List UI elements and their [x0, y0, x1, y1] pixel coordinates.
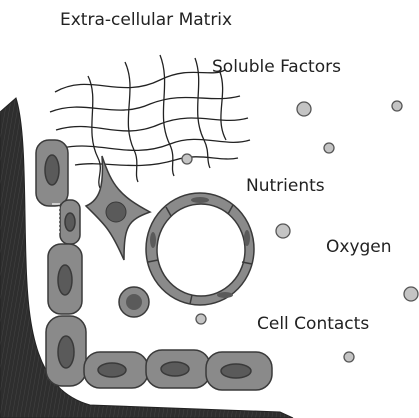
cell-contact-junctions	[52, 204, 60, 232]
cell-nucleus	[106, 202, 126, 222]
label-extracellular-matrix: Extra-cellular Matrix	[60, 12, 232, 29]
cell-nucleus	[126, 294, 142, 310]
particle	[324, 143, 334, 153]
label-soluble-factors: Soluble Factors	[212, 59, 341, 76]
particle	[276, 224, 290, 238]
label-cell-contacts: Cell Contacts	[257, 316, 369, 333]
particle	[196, 314, 206, 324]
cell-nucleus	[98, 363, 126, 377]
cell-nucleus	[58, 336, 74, 368]
particle	[182, 154, 192, 164]
cell-nucleus	[65, 213, 75, 231]
cell-nucleus	[58, 265, 72, 295]
particle	[344, 352, 354, 362]
particle	[392, 101, 402, 111]
particle	[297, 102, 311, 116]
label-oxygen: Oxygen	[326, 239, 392, 256]
cell-nucleus	[221, 364, 251, 378]
particle	[404, 287, 418, 301]
cell-nucleus	[161, 362, 189, 376]
label-nutrients: Nutrients	[246, 178, 325, 195]
vessel-lumen	[157, 204, 245, 296]
cell-nucleus	[45, 155, 59, 185]
